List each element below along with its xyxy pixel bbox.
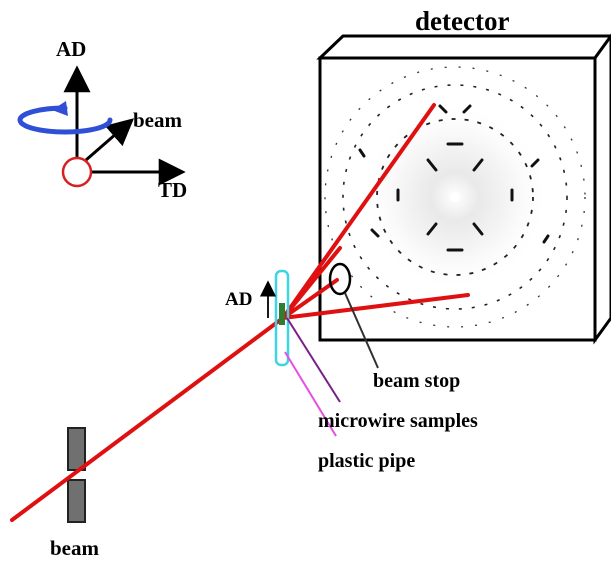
diffracted-beam-3 [281,278,339,320]
diffracted-beam-4 [281,293,470,320]
coordinate-frame [17,65,186,188]
microwire-sample [279,303,285,325]
origin-circle-icon [61,156,93,188]
direct-beam-spot [450,192,460,202]
microwire-leader [286,317,341,403]
beam-source-label: beam [50,536,100,560]
rotation-arrow-icon [17,101,113,135]
beam-stop-label: beam stop [373,370,460,392]
detector-side-face [593,33,611,345]
diffracted-beam-1 [281,103,436,320]
beam-slit [67,427,86,523]
td-axis-label: TD [158,178,187,202]
detector-top-face [316,34,611,60]
debye-ring-inner [376,118,534,276]
incident-beam [10,316,285,522]
detector-label: detector [415,6,509,36]
plastic-pipe-label: plastic pipe [318,450,415,472]
beam-axis-arrow [85,118,135,162]
slit-upper-block [67,427,86,471]
plastic-pipe-leader [284,351,337,437]
diffracted-beam-2 [281,246,342,320]
sample-ad-label: AD [225,289,252,310]
ad-axis-label: AD [56,37,86,61]
beam-stop-leader [344,292,379,369]
debye-ring-middle [342,84,568,310]
debye-ring-outer [324,66,586,328]
diffraction-pattern [324,66,586,328]
slit-lower-block [67,479,86,523]
diffraction-spots [358,104,550,252]
beam-rays [10,103,470,522]
microwire-samples-label: microwire samples [318,410,478,432]
beam-stop-marker [328,262,352,296]
beam-axis-label: beam [133,108,183,132]
